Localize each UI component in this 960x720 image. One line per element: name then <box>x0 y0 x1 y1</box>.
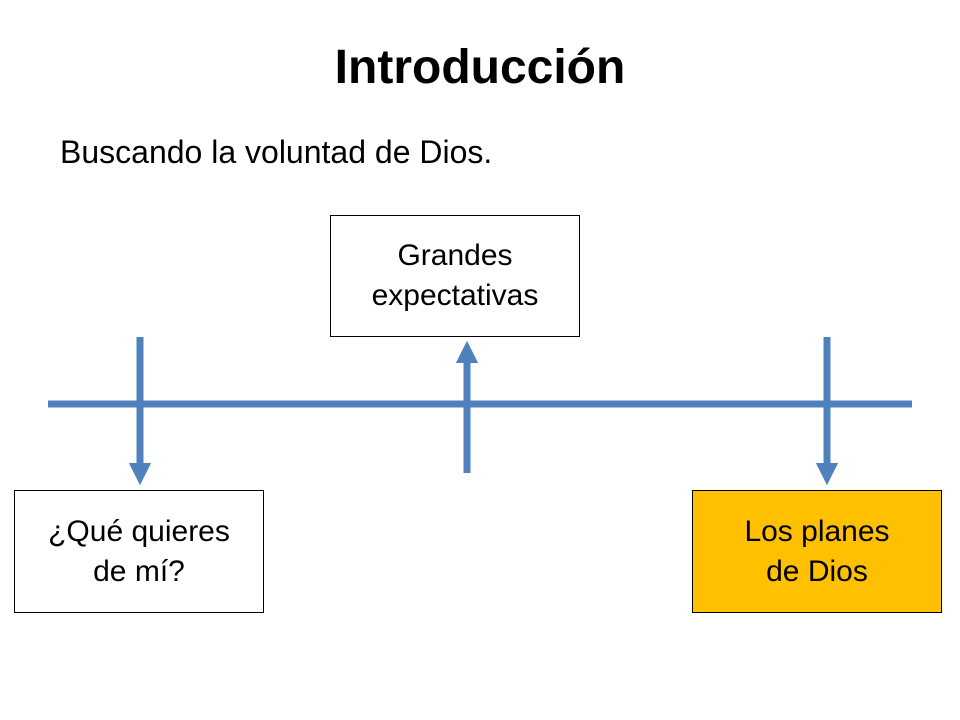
node-grandes-expectativas: Grandes expectativas <box>330 215 580 337</box>
slide-subtitle: Buscando la voluntad de Dios. <box>60 134 493 170</box>
node-que-quieres-de-mi: ¿Qué quieres de mí? <box>14 490 264 613</box>
slide-title: Introducción <box>334 41 626 94</box>
node-los-planes-de-dios: Los planes de Dios <box>692 490 942 613</box>
